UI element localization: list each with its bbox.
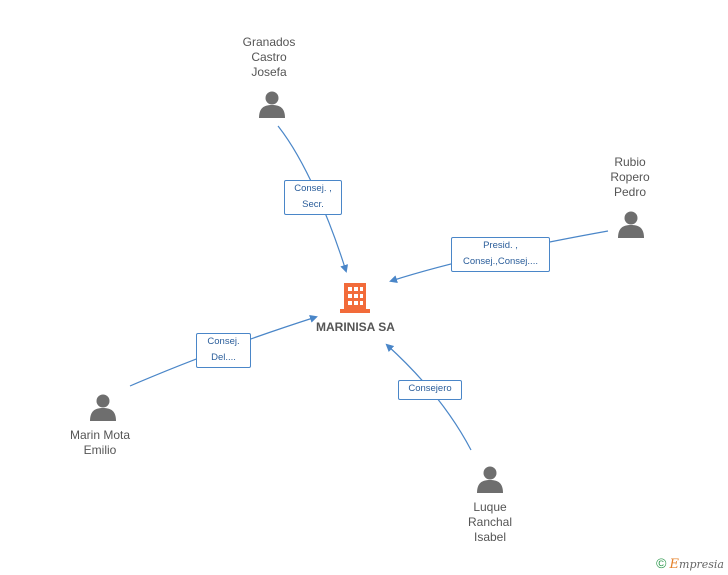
- person-icon[interactable]: [618, 211, 644, 239]
- building-icon[interactable]: [340, 283, 370, 313]
- copyright-icon: ©: [656, 555, 667, 571]
- company-name[interactable]: MARINISA SA: [316, 320, 395, 334]
- person-name-granados[interactable]: Granados Castro Josefa: [242, 35, 296, 79]
- person-name-rubio[interactable]: Rubio Ropero Pedro: [610, 155, 650, 199]
- relation-label-luque[interactable]: Consejero: [398, 380, 462, 400]
- person-icon[interactable]: [90, 394, 116, 422]
- person-icon[interactable]: [259, 91, 285, 119]
- brand-logo: Empresia: [669, 557, 724, 572]
- person-icon[interactable]: [477, 466, 503, 494]
- person-name-marin[interactable]: Marin Mota Emilio: [69, 428, 131, 457]
- person-name-luque[interactable]: Luque Ranchal Isabel: [467, 500, 513, 544]
- empresia-watermark: © Empresia: [656, 555, 724, 572]
- relation-label-rubio[interactable]: Presid. , Consej.,Consej....: [451, 237, 550, 272]
- relation-label-marin[interactable]: Consej. Del....: [196, 333, 251, 368]
- relation-label-granados[interactable]: Consej. , Secr.: [284, 180, 342, 215]
